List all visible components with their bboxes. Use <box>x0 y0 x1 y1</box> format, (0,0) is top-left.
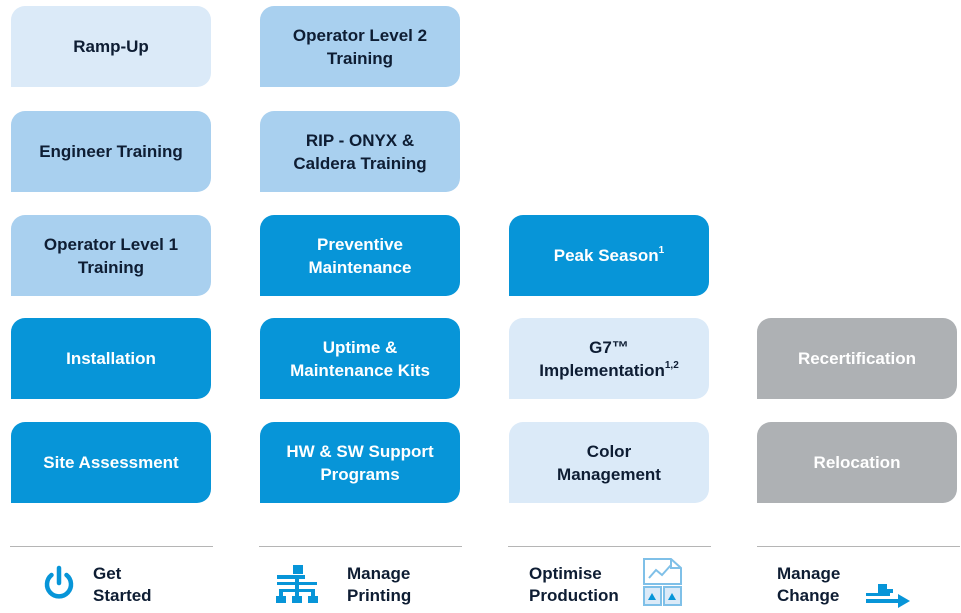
tile-label: Peak Season1 <box>553 245 665 265</box>
tile-site-assessment[interactable]: Site Assessment <box>11 422 211 503</box>
tile-rip-onyx-caldera-training[interactable]: RIP - ONYX &Caldera Training <box>260 111 460 192</box>
network-hierarchy-icon <box>275 563 319 610</box>
tile-recertification[interactable]: Recertification <box>757 318 957 399</box>
tile-label: Ramp-Up <box>73 37 149 56</box>
tile-ramp-up[interactable]: Ramp-Up <box>11 6 211 87</box>
tile-installation[interactable]: Installation <box>11 318 211 399</box>
tile-uptime-maintenance-kits[interactable]: Uptime &Maintenance Kits <box>260 318 460 399</box>
divider <box>757 546 960 547</box>
tile-label: Installation <box>66 349 156 368</box>
divider <box>508 546 711 547</box>
tile-label: Recertification <box>797 349 917 368</box>
divider <box>10 546 213 547</box>
chart-documents-icon <box>641 556 687 613</box>
tile-label: Site Assessment <box>43 453 179 472</box>
footnote-marker: 1,2 <box>664 359 679 371</box>
tile-relocation[interactable]: Relocation <box>757 422 957 503</box>
tile-label: Engineer Training <box>39 142 183 161</box>
footnote-marker: 1 <box>658 245 665 257</box>
tile-label: Uptime &Maintenance Kits <box>290 337 430 380</box>
tile-engineer-training[interactable]: Engineer Training <box>11 111 211 192</box>
divider <box>259 546 462 547</box>
power-icon <box>42 565 76 608</box>
tile-label: Relocation <box>813 453 901 472</box>
tile-label: RIP - ONYX &Caldera Training <box>293 130 427 173</box>
tile-peak-season[interactable]: Peak Season1 <box>509 215 709 296</box>
relocation-arrow-icon <box>864 582 914 613</box>
